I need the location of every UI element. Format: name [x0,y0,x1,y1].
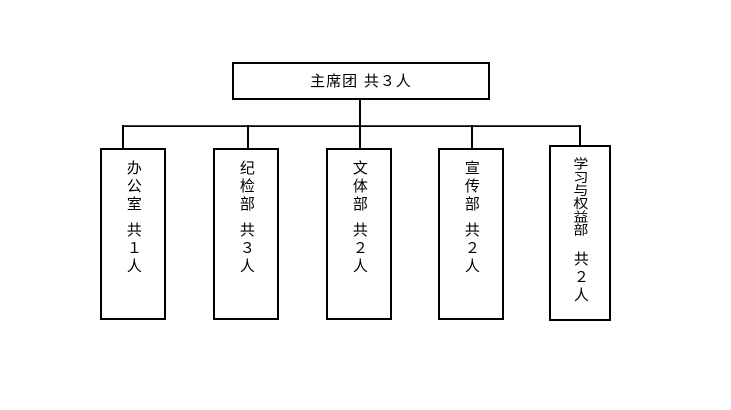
org-node-child-office-count: 共１人 [124,222,143,276]
org-node-child-discipline-count: 共３人 [237,222,256,276]
org-node-child-culture-sports-count: 共２人 [350,222,369,276]
org-node-child-culture-sports-name: 文体部 [350,160,369,214]
org-node-child-publicity-count: 共２人 [462,222,481,276]
org-node-child-publicity-name: 宣传部 [462,160,481,214]
org-node-child-study-rights[interactable]: 学习与权益部 共２人 [549,145,611,321]
connector-drop-2 [247,125,249,149]
org-node-child-discipline[interactable]: 纪检部 共３人 [213,148,279,320]
connector-horizontal-bus [122,125,581,127]
org-node-child-study-rights-count: 共２人 [571,251,590,305]
org-node-child-office-name: 办公室 [124,160,143,214]
org-node-child-culture-sports[interactable]: 文体部 共２人 [326,148,392,320]
org-node-root[interactable]: 主席团 共３人 [232,62,490,100]
org-node-child-office[interactable]: 办公室 共１人 [100,148,166,320]
org-node-child-study-rights-name: 学习与权益部 [571,157,590,237]
connector-drop-5 [579,125,581,145]
org-node-child-publicity[interactable]: 宣传部 共２人 [438,148,504,320]
connector-root-stem [359,100,361,126]
connector-drop-1 [122,125,124,149]
org-node-child-discipline-name: 纪检部 [237,160,256,214]
connector-drop-3 [359,125,361,149]
connector-drop-4 [471,125,473,149]
org-node-root-label: 主席团 共３人 [310,71,412,90]
